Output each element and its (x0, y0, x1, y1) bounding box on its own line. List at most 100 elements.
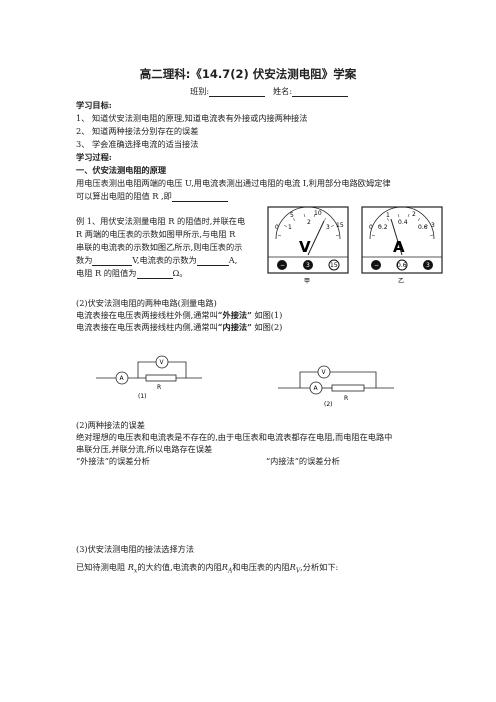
voltmeter-letter: V (299, 238, 311, 256)
ammeter-ticks (371, 213, 434, 237)
inner-connection-term: “内接法” (217, 322, 252, 332)
symbol-rv-r: R (289, 562, 296, 572)
symbol-rv-sub: V (295, 567, 301, 575)
formula-blank[interactable] (171, 192, 228, 202)
voltage-blank[interactable] (92, 256, 133, 266)
ammeter-scale-1: 1 (386, 212, 390, 219)
voltmeter-scale-10: 10 (314, 210, 322, 217)
circuit2-voltmeter (317, 365, 331, 379)
section2-line1-c: 如图(1) (251, 310, 283, 320)
circuit1-voltmeter-label: V (160, 359, 165, 366)
voltmeter-terminal-15 (328, 259, 340, 271)
circuit-figure-2: A R V (2) (278, 365, 394, 408)
class-label: 班别: (190, 86, 210, 96)
current-blank[interactable] (196, 256, 229, 266)
example-line-2: R 两端的电压表的示数如图甲所示,与电阻 R (76, 229, 236, 239)
example-line-1: 例 1、用伏安法测量电阻 R 的阻值时,并联在电 (76, 216, 246, 226)
voltmeter-terminal-neg (277, 260, 287, 270)
ammeter-caption: 乙 (398, 278, 404, 285)
symbol-ra-r: R (221, 562, 228, 572)
voltmeter-inner-2: 2 (307, 219, 311, 226)
example-l5-b: Ω。 (172, 268, 188, 278)
symbol-ra: RA (221, 562, 233, 575)
voltmeter-inner-1: 1 (288, 224, 292, 231)
page-title: 高二理科:《14.7(2) 伏安法测电阻》学案 (139, 67, 357, 81)
circuit1-resistor (145, 374, 177, 382)
circuit2-caption: (2) (324, 401, 333, 408)
circuit2-resistor (331, 384, 365, 392)
section2-line1: 电流表接在电压表两接线柱外侧,通常叫“外接法” 如图(1) (76, 310, 282, 321)
voltmeter-ticks (277, 213, 340, 237)
example-line-3: 串联的电流表的示数如图乙所示,则电压表的示 (76, 242, 243, 252)
symbol-rv: RV (289, 562, 301, 575)
process-heading: 学习过程: (76, 152, 112, 162)
ammeter-letter: A (393, 238, 405, 256)
class-blank[interactable] (209, 87, 266, 97)
voltmeter-scale-5: 5 (290, 212, 294, 219)
ammeter-terminal-3-label: 3 (426, 262, 430, 269)
inner-analysis-label: “内接法”的误差分析 (266, 456, 340, 466)
circuit1-resistor-label: R (157, 384, 161, 391)
objective-item-2: 2、 知道两种接法分别存在的误差 (76, 126, 199, 136)
voltmeter: 0 5 10 15 1 2 3 V − 3 15 甲 (267, 206, 349, 285)
ammeter-scale-2: 2 (412, 211, 416, 218)
voltmeter-scale-arc (275, 206, 341, 240)
example-l4-a: 数为 (76, 255, 93, 265)
example-l4-c: A, (228, 255, 238, 265)
section2-line2-a: 电流表接在电压表两接线柱内侧,通常叫 (76, 322, 218, 332)
circuit2-voltmeter-label: V (322, 369, 327, 376)
objective-item-3: 3、 学会准确选择电流的适当接法 (76, 139, 199, 149)
voltmeter-needle (307, 220, 325, 256)
section2-line2-c: 如图(2) (251, 322, 283, 332)
outer-analysis-label: “外接法”的误差分析 (76, 456, 150, 466)
section2-line2: 电流表接在电压表两接线柱内侧,通常叫“内接法” 如图(2) (76, 322, 282, 333)
ammeter-terminal-3 (423, 260, 433, 270)
error-heading: (2)两种接法的误差 (76, 420, 145, 430)
circuit2-resistor-label: R (344, 395, 348, 402)
circuit-figure-1: A R V (1) (96, 355, 202, 400)
error-line2: 串联分压,并联分流,所以电路存在误差 (76, 444, 213, 454)
voltmeter-terminal-3-label: 3 (306, 262, 310, 269)
symbol-ra-sub: A (227, 567, 233, 575)
section3-line: 已知待测电阻 Rx的大约值,电流表的内阻RA和电压表的内阻RV,分析如下: (76, 562, 338, 577)
ammeter-inner-02: 0.2 (378, 224, 388, 231)
section2-line1-a: 电流表接在电压表两接线柱外侧,通常叫 (76, 310, 218, 320)
voltmeter-terminal-3 (303, 260, 313, 270)
ammeter-needle (390, 218, 403, 256)
ammeter-terminal-06-label: 0.6 (397, 262, 407, 269)
ammeter-terminal-06 (396, 259, 408, 271)
section3-line-d: ,分析如下: (300, 562, 339, 572)
outer-connection-term: “外接法” (217, 310, 252, 320)
ammeter-terminal-neg (371, 260, 381, 270)
symbol-rx-sub: x (133, 567, 138, 575)
ammeter-terminal-neg-label: − (374, 262, 379, 269)
voltmeter-inner-3: 3 (326, 224, 330, 231)
ammeter-scale-3: 3 (431, 222, 435, 229)
section1-line2: 可以算出电阻的阻值 R ,即 (76, 191, 228, 202)
objectives-heading: 学习目标: (76, 100, 112, 110)
section1-line1: 用电压表测出电阻两端的电压 U,用电流表测出通过电阻的电流 I,利用部分电路欧姆… (76, 178, 391, 188)
voltmeter-terminal-neg-label: − (280, 262, 285, 269)
voltmeter-caption: 甲 (304, 278, 310, 285)
section3-line-b: 的大约值,电流表的内阻 (137, 562, 222, 572)
class-name-line: 班别: 姓名: (190, 86, 349, 97)
name-label: 姓名: (272, 86, 293, 96)
circuit2-ammeter-label: A (314, 385, 319, 392)
resistance-blank[interactable] (136, 269, 173, 279)
section1-heading: 一、伏安法测电阻的原理 (76, 165, 167, 175)
ammeter-scale-0: 0 (369, 224, 373, 231)
meters-figure: 0 5 10 15 1 2 3 V − 3 15 甲 0 1 2 3 0.2 0… (267, 206, 443, 285)
section3-line-c: 和电压表的内阻 (232, 562, 290, 572)
section2-heading: (2)伏安法测电阻的两种电路(测量电路) (76, 298, 217, 308)
voltmeter-terminal-15-label: 15 (330, 262, 338, 269)
voltmeter-scale-15: 15 (336, 222, 344, 229)
voltmeter-scale-0: 0 (275, 224, 279, 231)
error-line1: 绝对理想的电压表和电流表是不存在的,由于电压表和电流表都存在电阻,而电阻在电路中 (76, 432, 393, 442)
ammeter-scale-arc (369, 206, 435, 240)
objective-item-1: 1、 知道伏安法测电阻的原理,知道电流表有外接或内接两种接法 (76, 113, 308, 123)
ammeter: 0 1 2 3 0.2 0.4 0.6 A − 0.6 3 乙 (361, 206, 443, 285)
name-blank[interactable] (292, 87, 349, 97)
circuit1-ammeter-label: A (120, 375, 125, 382)
